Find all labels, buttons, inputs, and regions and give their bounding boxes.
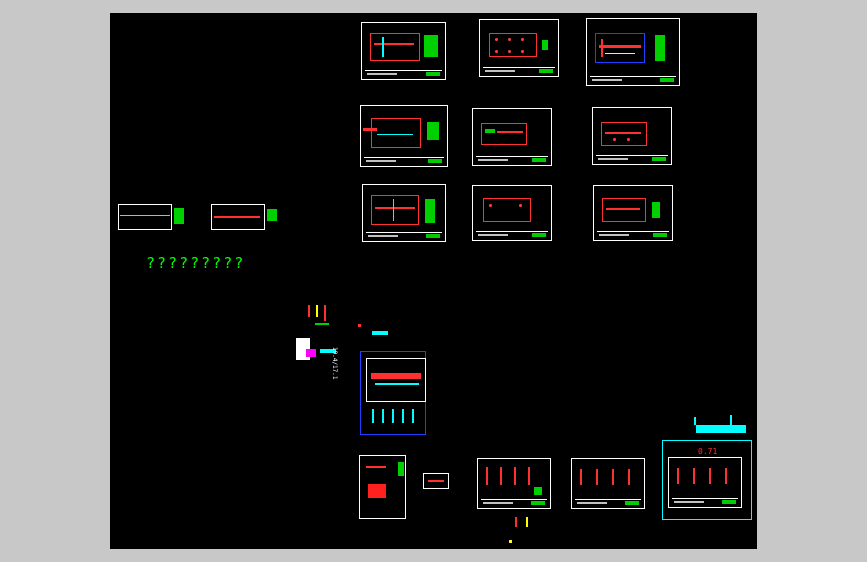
left-plan-1[interactable]	[118, 204, 172, 230]
drawing-sheet[interactable]	[472, 185, 552, 241]
selected-detail-frame[interactable]	[662, 440, 752, 520]
dimension-label: 0.71	[698, 447, 718, 456]
legend-notes	[424, 35, 438, 57]
left-plan-2[interactable]	[211, 204, 265, 230]
drawing-sheet[interactable]	[592, 107, 672, 165]
floor-plan	[489, 33, 537, 57]
detail-sheet[interactable]	[477, 458, 551, 509]
drawing-sheet[interactable]	[472, 108, 552, 166]
detail-sheet[interactable]	[359, 455, 406, 519]
side-label: 19.4/17.1	[331, 347, 338, 380]
drawing-sheet[interactable]	[362, 184, 446, 242]
question-text: ?????????	[146, 254, 246, 272]
detail-small[interactable]	[423, 473, 449, 489]
drawing-sheet[interactable]	[360, 105, 448, 167]
detail-sheet[interactable]	[571, 458, 645, 509]
detail-sheet[interactable]	[668, 457, 742, 508]
drawing-sheet[interactable]	[361, 22, 446, 80]
drawing-sheet[interactable]	[479, 19, 559, 77]
floor-plan	[370, 33, 420, 61]
drawing-sheet[interactable]	[586, 18, 680, 86]
drawing-sheet[interactable]	[593, 185, 673, 241]
cad-drawing-canvas[interactable]: ????????? 19.4/17.1	[110, 13, 757, 549]
